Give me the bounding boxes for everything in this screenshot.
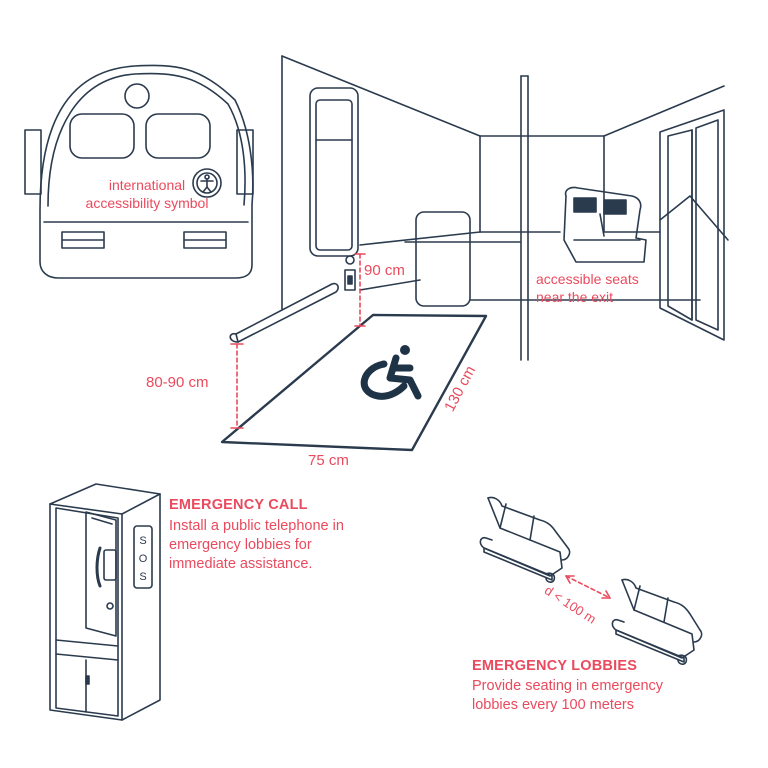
sos-text: S O S xyxy=(138,532,148,586)
emergency-call-title: EMERGENCY CALL xyxy=(169,497,308,513)
handrail xyxy=(229,282,339,343)
emergency-lobbies-line-2: lobbies every 100 meters xyxy=(472,697,634,713)
sos-letter-2: O xyxy=(138,553,148,565)
dimension-lines xyxy=(230,253,366,429)
phone-booth xyxy=(49,483,161,721)
emergency-lobby-2 xyxy=(611,578,703,665)
emergency-call-text: Install a public telephone in emergency … xyxy=(169,517,344,574)
call-button-icon xyxy=(344,255,356,291)
train-symbol-line-2: accessibility symbol xyxy=(85,195,209,211)
telephone-icon xyxy=(95,546,117,610)
wheelchair-icon xyxy=(360,345,422,400)
sos-letter-3: S xyxy=(139,571,147,583)
train-interior xyxy=(220,55,729,452)
accessibility-symbol-icon xyxy=(192,168,222,198)
train-symbol-label: international accessibility symbol xyxy=(72,176,222,212)
train-symbol-line-1: international xyxy=(108,177,186,193)
height-90-label: 90 cm xyxy=(364,262,405,279)
train-front xyxy=(24,64,254,279)
emergency-lobby-1 xyxy=(479,496,571,583)
emergency-call-line-3: immediate assistance. xyxy=(169,556,313,572)
distance-arrow xyxy=(565,575,611,599)
emergency-lobbies-title: EMERGENCY LOBBIES xyxy=(472,658,638,674)
emergency-call-line-2: emergency lobbies for xyxy=(169,537,312,553)
accessible-seats xyxy=(563,186,647,263)
seats-label: accessible seats near the exit xyxy=(536,270,639,306)
emergency-lobbies-text: Provide seating in emergency lobbies eve… xyxy=(472,677,663,715)
seats-line-1: accessible seats xyxy=(536,271,639,287)
height-80-90-label: 80-90 cm xyxy=(146,374,209,391)
seats-line-2: near the exit xyxy=(536,289,614,305)
emergency-call-line-1: Install a public telephone in xyxy=(169,518,344,534)
wheelchair-space xyxy=(220,313,488,452)
sos-letter-1: S xyxy=(139,535,147,547)
emergency-lobbies-line-1: Provide seating in emergency xyxy=(472,678,664,694)
width-75-label: 75 cm xyxy=(308,452,349,469)
sos-sign xyxy=(133,525,153,589)
